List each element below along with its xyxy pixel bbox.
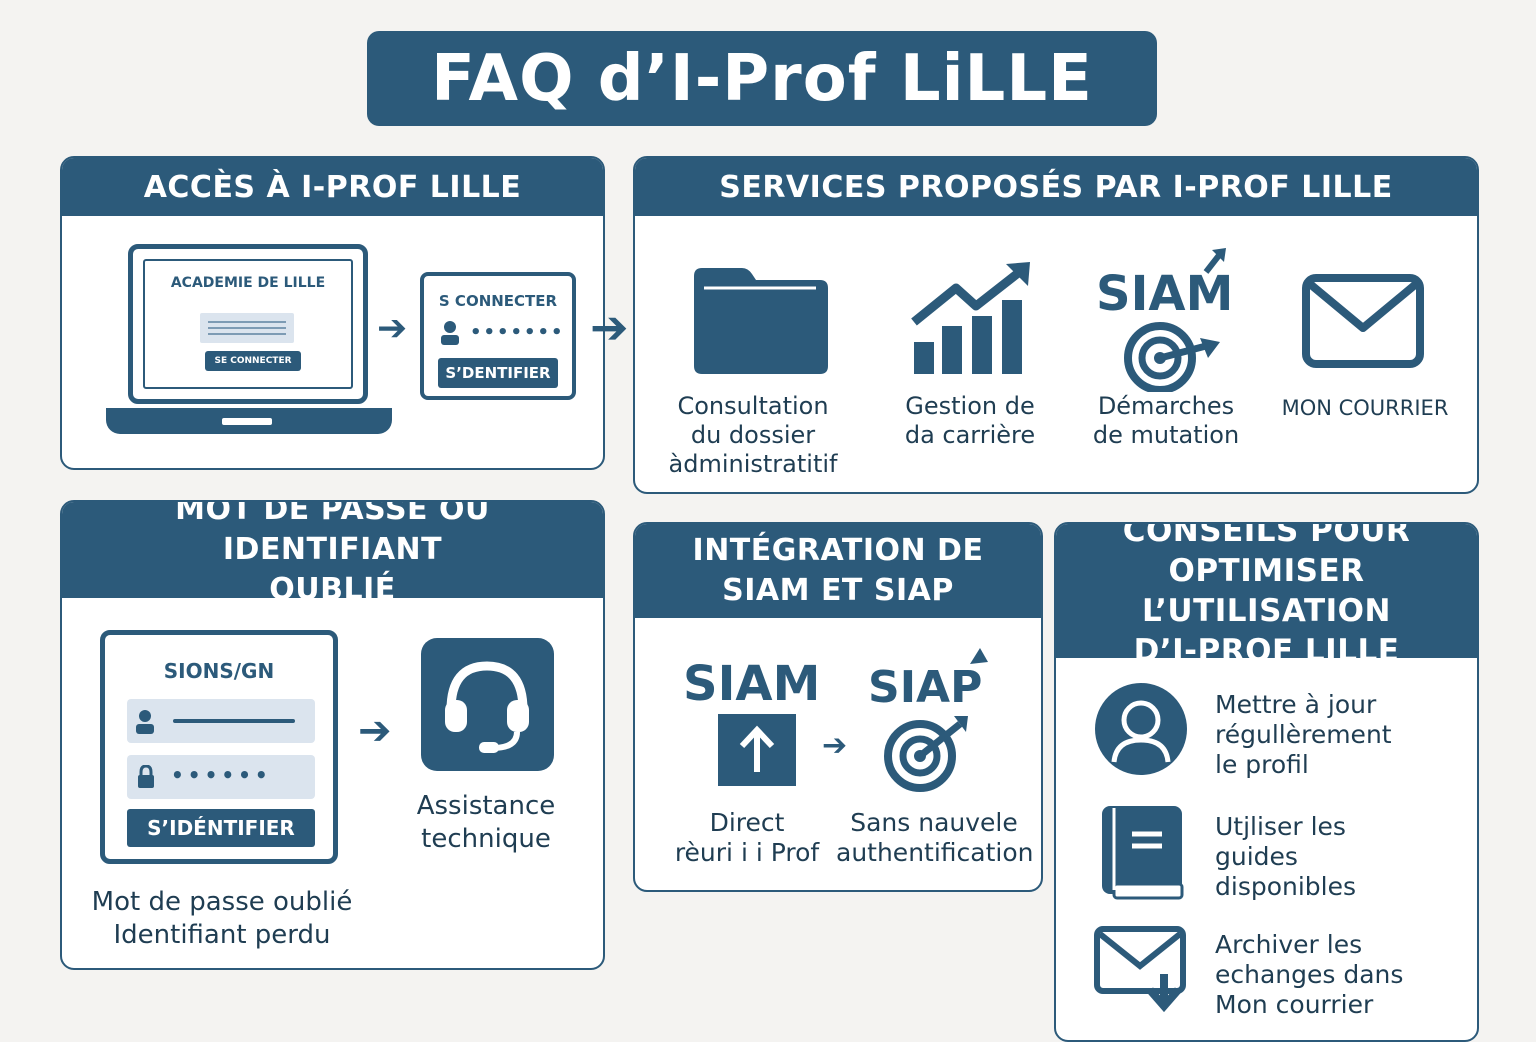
arrow-right-icon: ➔ <box>377 308 408 349</box>
siam-logo: SIAM <box>1096 266 1234 322</box>
arrow-right-icon: ➔ <box>590 300 629 354</box>
service-label-career: Gestion de da carrière <box>904 392 1036 449</box>
page-title: FAQ d’I-Prof LiLLE <box>431 41 1093 116</box>
upload-icon <box>718 714 796 786</box>
tips-panel: CONSEILS POUR OPTIMISER L’UTILISATION D’… <box>1054 522 1479 1042</box>
user-icon <box>440 320 460 346</box>
password-field[interactable]: •••••• <box>127 755 315 799</box>
login-title: S CONNECTER <box>438 292 558 310</box>
arrow-right-icon: ➔ <box>358 708 392 754</box>
laptop-input-field <box>200 313 294 343</box>
username-field[interactable] <box>127 699 315 743</box>
tip-guides: Utjliser les guides disponibles <box>1215 812 1357 901</box>
tip-profile: Mettre à jour régullèrement le profil <box>1215 690 1392 779</box>
integration-panel: INTÉGRATION DE SIAM ET SIAP <box>633 522 1043 892</box>
integration-left-caption: Direct rèuri i i Prof <box>674 808 820 867</box>
headset-icon[interactable] <box>421 638 554 771</box>
mail-archive-icon <box>1094 926 1190 1014</box>
laptop-icon: ACADEMIE DE LILLE SE CONNECTER <box>128 244 368 404</box>
guide-book-icon <box>1100 804 1184 900</box>
tips-heading: CONSEILS POUR OPTIMISER L’UTILISATION D’… <box>1056 524 1477 669</box>
title-banner: FAQ d’I-Prof LiLLE <box>367 31 1157 126</box>
services-heading: SERVICES PROPOSÉS PAR I-PROF LILLE <box>635 158 1477 216</box>
lock-icon <box>138 765 154 788</box>
arrow-right-icon: ➔ <box>822 728 848 763</box>
login-form: SIONS/GN •••••• S’IDÉNTIFIER <box>100 630 338 864</box>
service-label-mail[interactable]: MON COURRIER <box>1281 396 1449 420</box>
integration-right-caption: Sans nauvele authentification <box>836 808 1034 867</box>
siam-logo: SIAM <box>683 656 821 712</box>
user-profile-icon <box>1094 682 1188 776</box>
growth-chart-icon <box>910 260 1034 376</box>
login-identify-button[interactable]: S’DENTIFIER <box>438 358 558 388</box>
mail-icon[interactable] <box>1302 274 1424 368</box>
laptop-title: ACADEMIE DE LILLE <box>170 275 326 291</box>
login-password-mask: ••••••• <box>470 322 565 343</box>
siap-target-icon <box>884 646 988 792</box>
laptop-connect-button[interactable]: SE CONNECTER <box>205 351 301 371</box>
tip-archive: Archiver les echanges dans Mon courrier <box>1215 930 1404 1019</box>
identify-button[interactable]: S’IDÉNTIFIER <box>127 809 315 847</box>
assist-label: Assistance technique <box>416 791 556 854</box>
siap-logo: SIAP <box>868 662 983 713</box>
password-mask: •••••• <box>171 763 272 787</box>
login-box: S CONNECTER ••••••• S’DENTIFIER <box>420 272 576 400</box>
service-label-dossier: Consultation du dossier àdministratitif <box>668 392 838 478</box>
siam-target-icon <box>1120 246 1240 394</box>
form-title: SIONS/GN <box>163 659 275 683</box>
laptop-notch <box>222 418 272 425</box>
integration-heading: INTÉGRATION DE SIAM ET SIAP <box>635 524 1041 618</box>
forgot-heading: MOT DE PASSE OU IDENTIFIANT QUBLIÉ <box>62 502 603 607</box>
folder-icon <box>690 266 832 376</box>
access-heading: ACCÈS À I-PROF LILLE <box>62 158 603 216</box>
service-label-mutation: Démarches de mutation <box>1092 392 1240 449</box>
forgot-caption: Mot de passe oublié Identifiant perdu <box>91 887 353 950</box>
